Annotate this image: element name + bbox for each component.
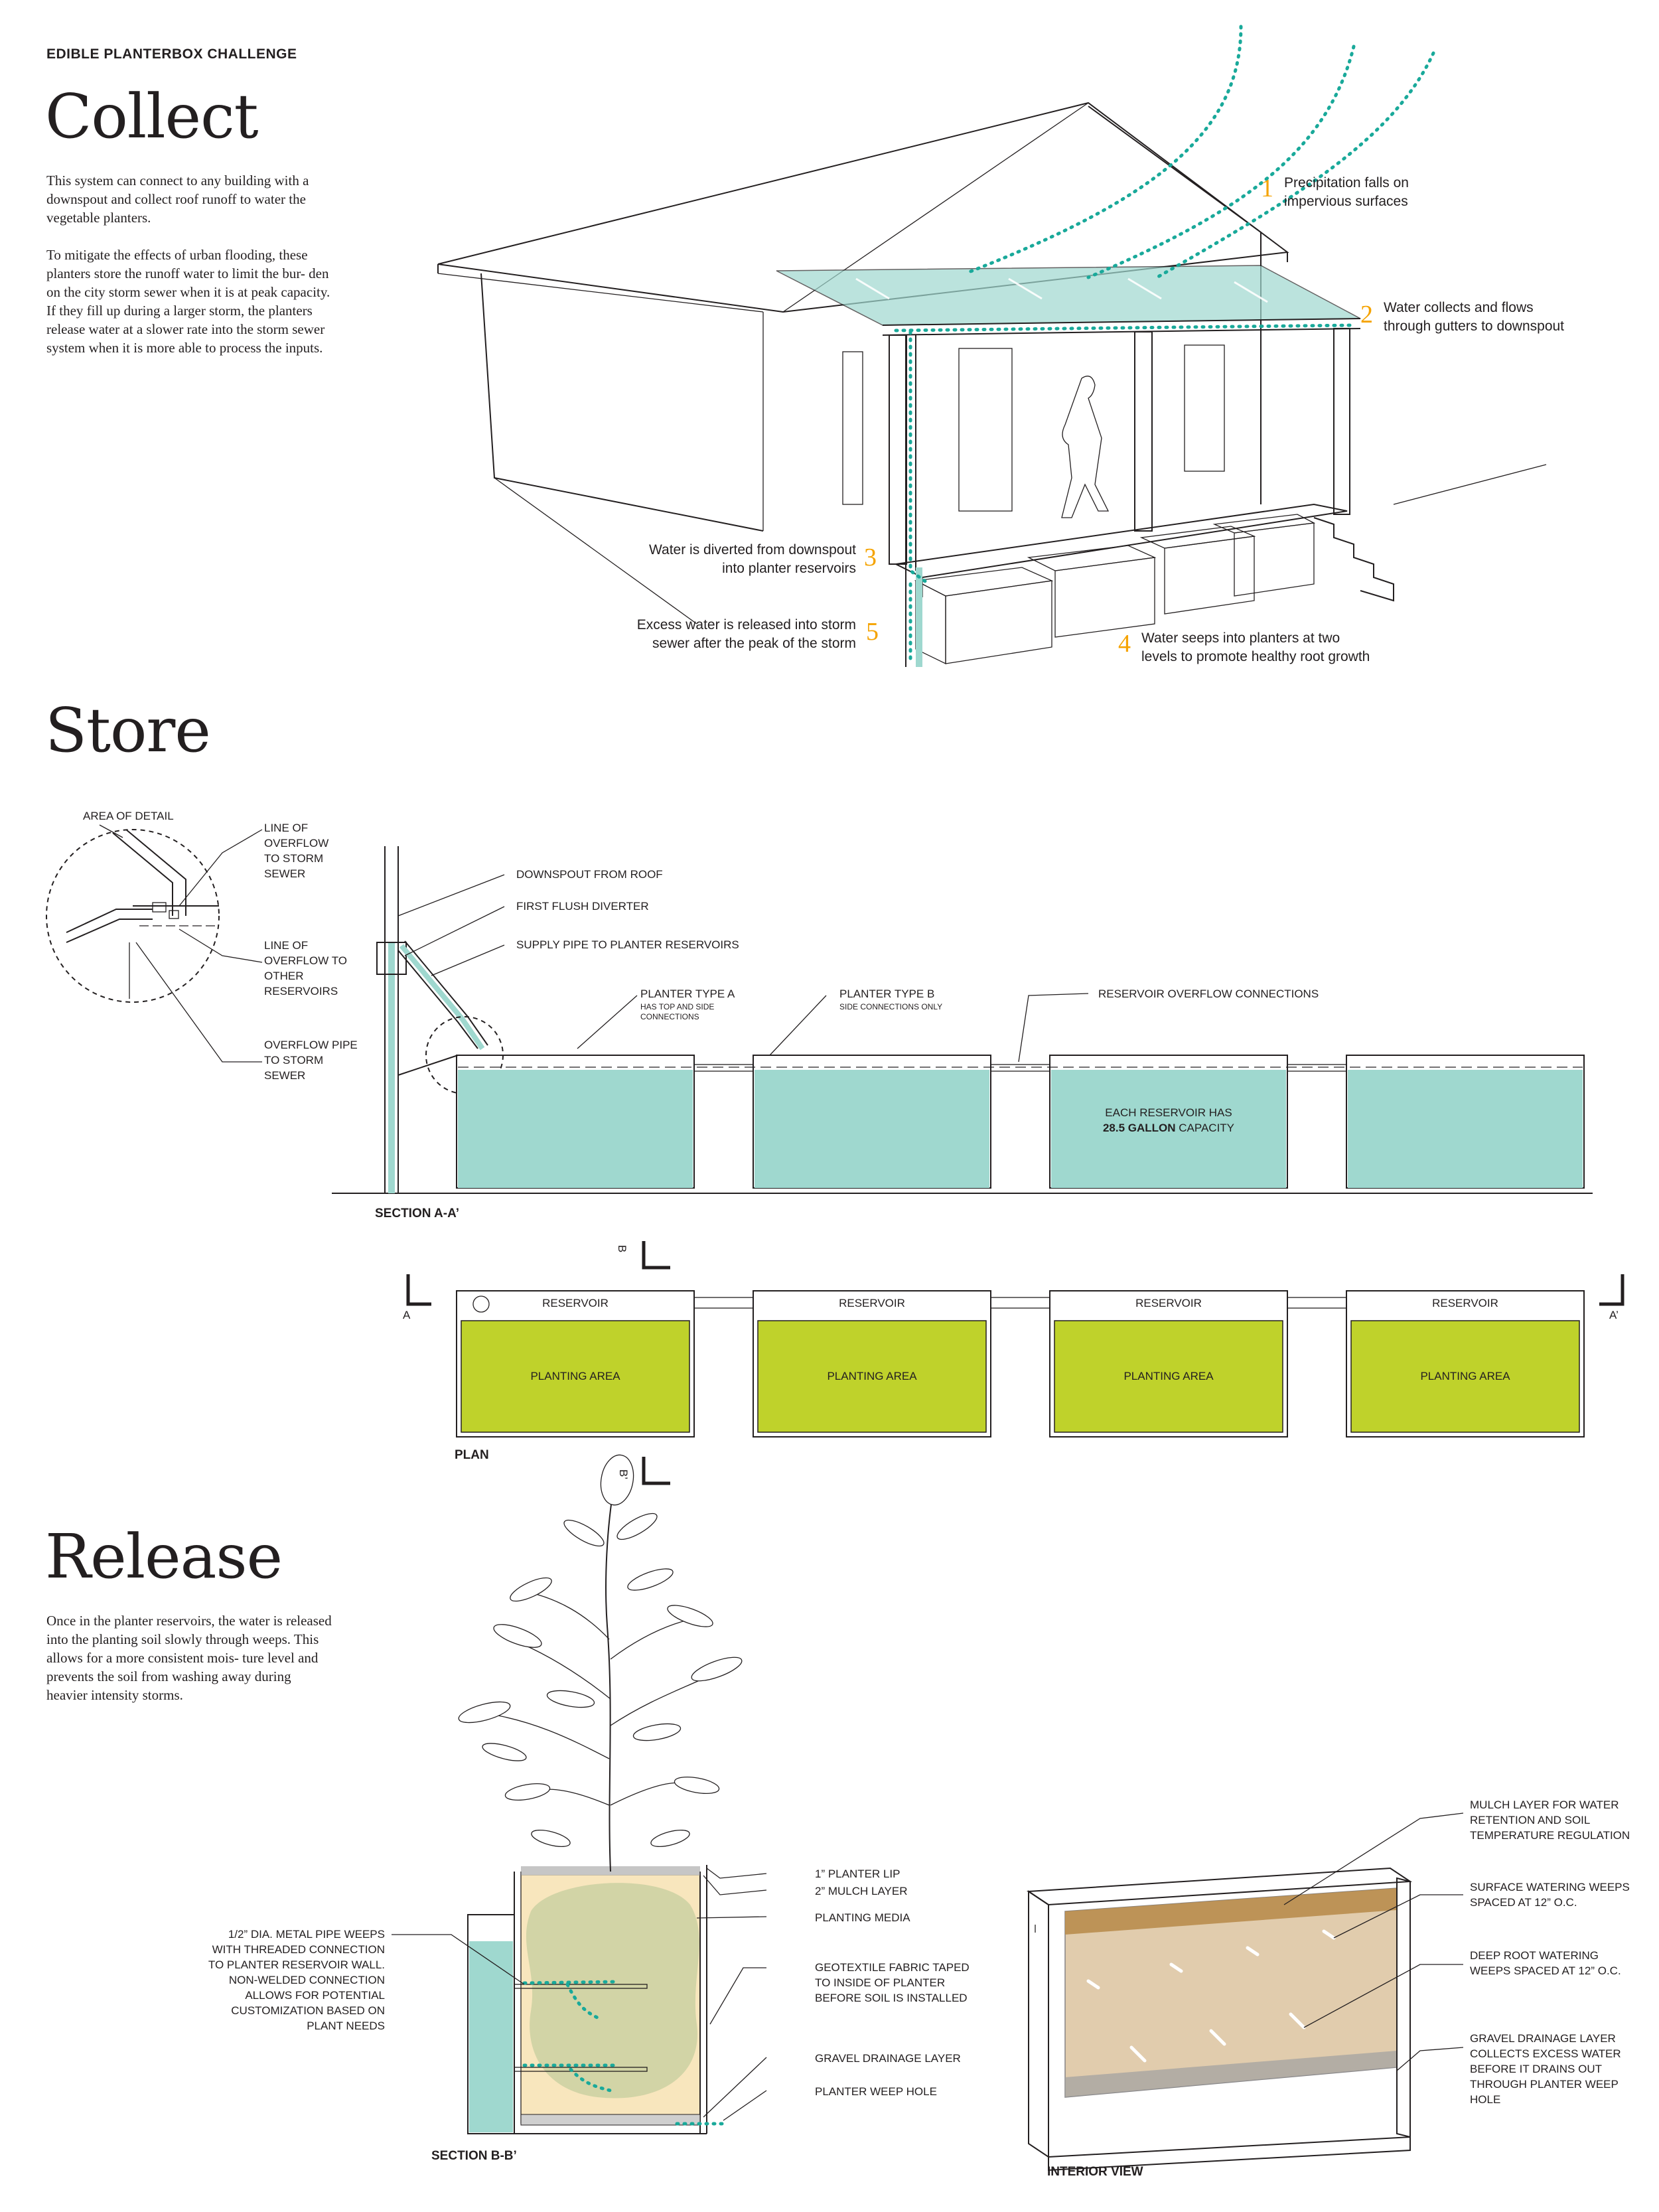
- planter-lip-label: 1” PLANTER LIP: [815, 1868, 901, 1880]
- section-b-b-title: SECTION B-B’: [431, 2149, 517, 2163]
- plan-planting-area-4: PLANTING AREA: [1420, 1370, 1510, 1382]
- section-mark-a-prime: A’: [1609, 1309, 1619, 1321]
- section-mark-b: B: [616, 1244, 629, 1253]
- step-4-number: 4: [1118, 630, 1131, 658]
- section-mark-a: A: [403, 1309, 411, 1321]
- planter-type-a-label: PLANTER TYPE A: [640, 988, 735, 1000]
- section-a-a: [332, 846, 1593, 1194]
- area-of-detail-label: AREA OF DETAIL: [83, 810, 174, 822]
- capacity-unit: CAPACITY: [1175, 1122, 1235, 1134]
- section-planters: [456, 1055, 1585, 1189]
- plan-reservoir-3: RESERVOIR: [1135, 1297, 1202, 1309]
- house-illustration: [437, 102, 1547, 667]
- step-3-number: 3: [864, 544, 877, 571]
- step-4-text: Water seeps into planters at two levels …: [1141, 630, 1370, 664]
- plan-reservoir-4: RESERVOIR: [1432, 1297, 1498, 1309]
- store-title: Store: [45, 695, 211, 766]
- step-2-number: 2: [1360, 301, 1373, 329]
- step-5-text: Excess water is released into storm sewe…: [636, 617, 856, 651]
- eyebrow-title: EDIBLE PLANTERBOX CHALLENGE: [46, 46, 297, 62]
- weep-hole-label: PLANTER WEEP HOLE: [815, 2085, 937, 2098]
- plan-planting-area-3: PLANTING AREA: [1123, 1370, 1214, 1382]
- interior-view-title: INTERIOR VIEW: [1047, 2165, 1143, 2179]
- release-paragraph: Once in the planter reservoirs, the wate…: [46, 1613, 332, 1703]
- roof-flow-arrows: [855, 277, 1268, 303]
- interior-gravel-label: GRAVEL DRAINAGE LAYER COLLECTS EXCESS WA…: [1470, 2032, 1621, 2106]
- planting-media-label: PLANTING MEDIA: [815, 1911, 910, 1924]
- step-1-number: 1: [1261, 175, 1273, 202]
- collect-paragraph-2: To mitigate the effects of urban floodin…: [46, 247, 330, 356]
- plan-view: [406, 1241, 1624, 1485]
- gravel-layer-label: GRAVEL DRAINAGE LAYER: [815, 2052, 961, 2065]
- step-2-text: Water collects and flows through gutters…: [1384, 300, 1565, 334]
- geotextile-label: GEOTEXTILE FABRIC TAPED TO INSIDE OF PLA…: [815, 1961, 970, 2004]
- release-title: Release: [45, 1521, 283, 1592]
- plan-planting-area-2: PLANTING AREA: [827, 1370, 917, 1382]
- interior-mulch-label: MULCH LAYER FOR WATER RETENTION AND SOIL…: [1470, 1799, 1630, 1842]
- diverter-label: FIRST FLUSH DIVERTER: [516, 900, 649, 913]
- capacity-line-1: EACH RESERVOIR HAS: [1105, 1106, 1232, 1119]
- section-b-b: [392, 1454, 767, 2134]
- downspout-label: DOWNSPOUT FROM ROOF: [516, 868, 663, 881]
- overflow-storm-label: LINE OF OVERFLOW TO STORM SEWER: [264, 822, 329, 880]
- interior-surface-weeps-label: SURFACE WATERING WEEPS SPACED AT 12” O.C…: [1470, 1881, 1630, 1909]
- interior-deep-weeps-label: DEEP ROOT WATERING WEEPS SPACED AT 12” O…: [1470, 1949, 1621, 1977]
- step-3-text: Water is diverted from downspout into pl…: [648, 542, 856, 576]
- plan-title: PLAN: [455, 1448, 489, 1462]
- step-1-text: Precipitation falls on impervious surfac…: [1284, 175, 1409, 209]
- overflow-other-label: LINE OF OVERFLOW TO OTHER RESERVOIRS: [264, 939, 348, 997]
- collect-paragraph-1: This system can connect to any building …: [46, 173, 309, 226]
- pipe-weeps-label: 1/2” DIA. METAL PIPE WEEPS WITH THREADED…: [208, 1928, 385, 2032]
- section-a-a-title: SECTION A-A’: [375, 1207, 460, 1220]
- step-5-number: 5: [866, 618, 879, 646]
- planter-type-b-label: PLANTER TYPE B: [839, 988, 935, 1000]
- rain-arrows: [894, 25, 1435, 666]
- collect-title: Collect: [45, 81, 259, 152]
- interior-view: [1026, 1812, 1464, 2172]
- plan-reservoir-1: RESERVOIR: [542, 1297, 609, 1309]
- capacity-value: 28.5 GALLON: [1102, 1122, 1176, 1134]
- planter-type-b-sublabel: SIDE CONNECTIONS ONLY: [839, 1002, 943, 1011]
- overflow-connections-label: RESERVOIR OVERFLOW CONNECTIONS: [1098, 988, 1319, 1000]
- plan-planting-area-1: PLANTING AREA: [530, 1370, 620, 1382]
- planter-type-a-sublabel: HAS TOP AND SIDE CONNECTIONS: [640, 1002, 715, 1021]
- mulch-layer-label: 2” MULCH LAYER: [815, 1885, 908, 1897]
- detail-circle: [46, 824, 263, 1063]
- overflow-pipe-label: OVERFLOW PIPE TO STORM SEWER: [264, 1039, 358, 1082]
- plan-reservoir-2: RESERVOIR: [839, 1297, 905, 1309]
- section-mark-b-prime: B’: [617, 1469, 630, 1480]
- capacity-line-2: 28.5 GALLON CAPACITY: [1050, 1120, 1287, 1136]
- supply-pipe-label: SUPPLY PIPE TO PLANTER RESERVOIRS: [516, 938, 739, 951]
